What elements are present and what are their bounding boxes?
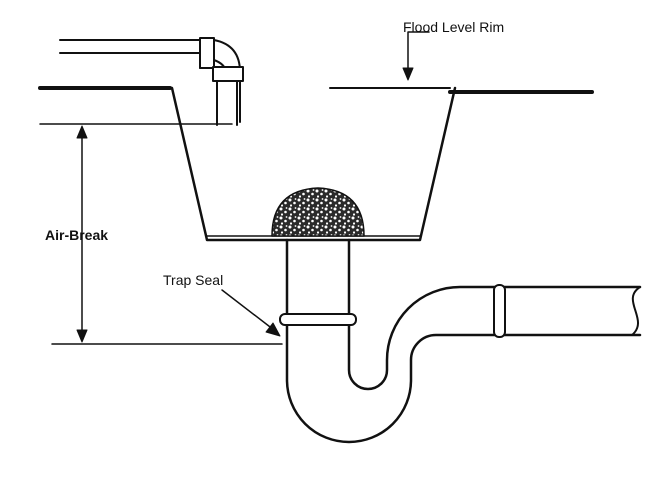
- air-break-dimension: [39, 123, 283, 345]
- supply-pipe: [59, 37, 244, 126]
- receptor-basin: [170, 86, 457, 242]
- p-trap: [285, 238, 642, 444]
- pipe-break-end: [631, 286, 641, 336]
- flood-level-rim-arrow: [402, 31, 430, 81]
- air-break-label: Air-Break: [45, 227, 109, 243]
- drain-strainer: [271, 187, 365, 237]
- trap-coupling-horizontal: [493, 284, 506, 338]
- counter-surfaces: [38, 86, 594, 94]
- flood-level-rim-label: Flood Level Rim: [403, 19, 505, 35]
- trap-coupling-vertical: [279, 313, 357, 326]
- trap-seal-label: Trap Seal: [163, 272, 224, 288]
- trap-seal-leader: [221, 289, 281, 337]
